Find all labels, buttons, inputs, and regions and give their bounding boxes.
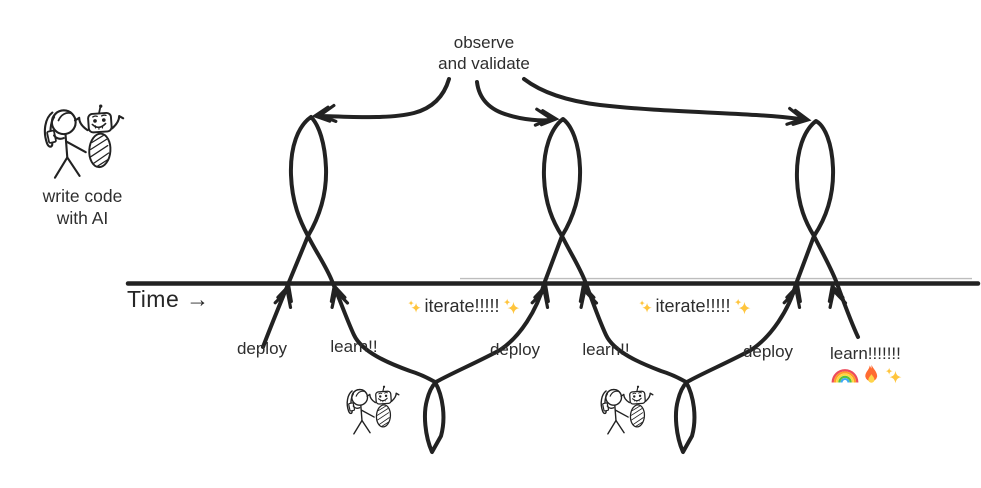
iterate-label-2: iterate!!!!! — [625, 296, 765, 317]
learn-label-1: learn!! — [330, 337, 378, 356]
observe-arrowhead-2 — [533, 107, 559, 129]
deploy-label-2: deploy — [489, 340, 541, 359]
learn-label-3: learn!!!!!!! — [830, 344, 901, 363]
deploy-label-1: deploy — [236, 339, 288, 358]
celebration-emoji-row — [831, 364, 903, 386]
fire-icon — [865, 364, 878, 383]
flow-loop-curve — [261, 115, 860, 454]
deploy-label-3: deploy — [742, 342, 794, 361]
iterate-label-1: iterate!!!!! — [378, 296, 550, 317]
sparkles-icon — [885, 367, 902, 383]
time-axis-label: Time → — [127, 286, 210, 312]
write-code-caption: write code with AI — [25, 185, 140, 229]
write-code-caption-line1: write code — [42, 186, 123, 206]
iterate-text-2: iterate!!!!! — [655, 296, 731, 316]
sparkles-icon — [734, 298, 750, 315]
sparkles-icon — [408, 300, 422, 313]
observe-pointer-curves — [320, 77, 802, 123]
sparkles-icon — [639, 300, 653, 313]
rainbow-icon — [831, 368, 859, 383]
observe-validate-line2: and validate — [438, 54, 530, 73]
developer-and-robot-figure-small-2 — [600, 384, 654, 435]
learn-label-2: learn!! — [582, 340, 630, 359]
observe-validate-line1: observe — [453, 33, 515, 52]
write-code-caption-line2: with AI — [56, 208, 109, 228]
sparkles-icon — [503, 298, 519, 315]
iterate-text-1: iterate!!!!! — [424, 296, 500, 316]
developer-and-robot-figure-small-1 — [346, 384, 400, 435]
developer-and-robot-figure-large — [43, 103, 125, 179]
timeline-axis — [125, 277, 981, 286]
observe-validate-caption: observe and validate — [423, 32, 545, 74]
